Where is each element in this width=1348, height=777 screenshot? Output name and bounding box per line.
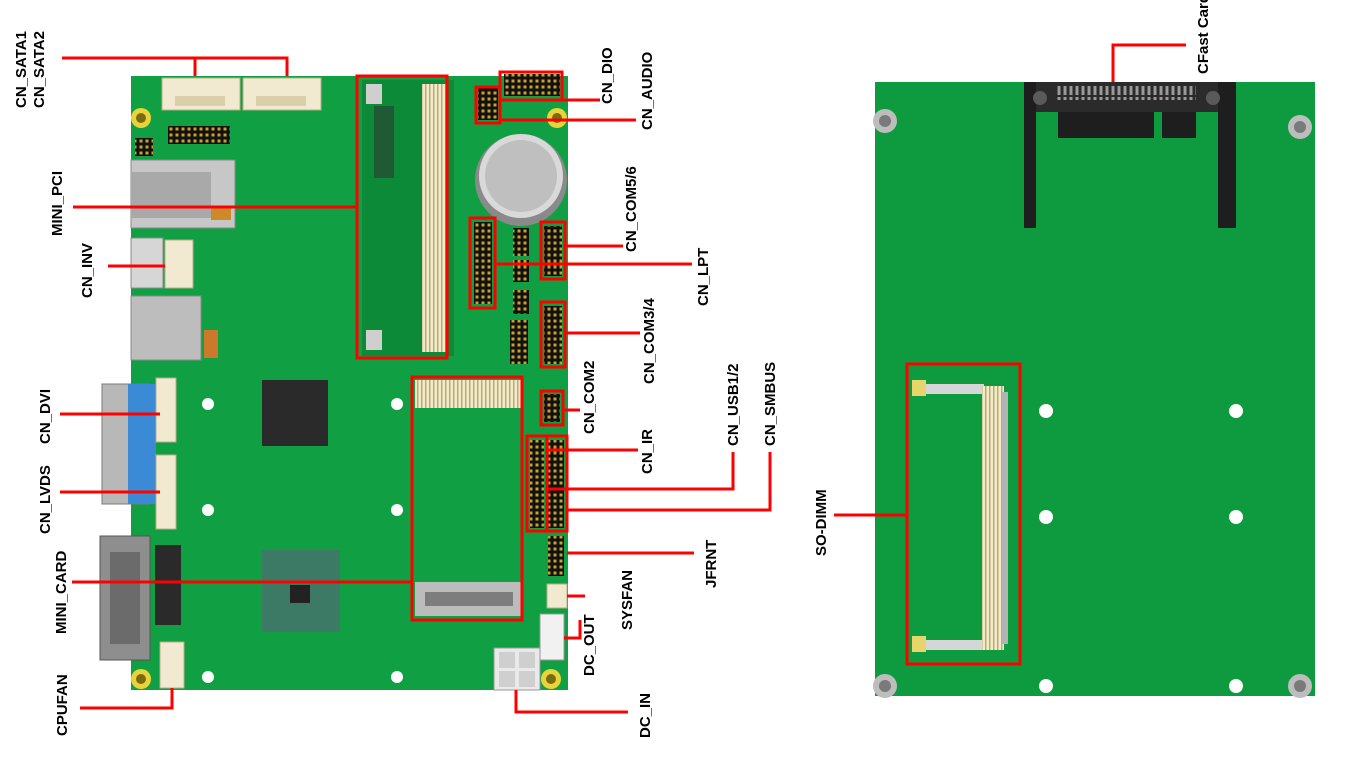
- cpu-chip: [262, 550, 340, 632]
- jumper: [513, 228, 529, 256]
- usb-port: [130, 295, 202, 361]
- com2-header: [544, 394, 560, 422]
- label-mini-pci: MINI_PCI: [49, 171, 66, 236]
- via-dots: [1039, 404, 1243, 693]
- dc-out-connector: [539, 613, 565, 661]
- secondary-board: [873, 82, 1315, 698]
- com56-header: [474, 222, 492, 304]
- label-sysfan: SYSFAN: [619, 570, 636, 630]
- label-cn-lvds: CN_LVDS: [37, 465, 54, 534]
- label-cn-dio: CN_DIO: [599, 47, 616, 104]
- chipset: [262, 380, 328, 446]
- mounting-hole: [873, 109, 1312, 698]
- label-cn-sata1: CN_SATA1: [13, 31, 30, 108]
- cfast-connector: [1024, 82, 1236, 228]
- label-cn-com56: CN_COM5/6: [623, 166, 640, 252]
- label-cn-usb12: CN_USB1/2: [725, 363, 742, 446]
- sata-connectors: [161, 77, 322, 111]
- label-cn-com34: CN_COM3/4: [641, 297, 658, 384]
- label-cn-ir: CN_IR: [639, 429, 656, 474]
- label-mini-card: MINI_CARD: [53, 550, 70, 634]
- via-dots: [202, 398, 403, 683]
- ir-header: [530, 440, 544, 528]
- lan-port: [130, 159, 236, 229]
- dc-in-connector: [493, 647, 541, 691]
- mini-card-slot: [415, 380, 523, 616]
- label-cfast: CFast Card: [1195, 0, 1212, 74]
- label-jfrnt: JFRNT: [703, 540, 720, 588]
- callouts-left: [60, 56, 772, 714]
- jumper: [513, 290, 529, 314]
- usb-smbus-header: [548, 440, 564, 528]
- jfrnt-header: [548, 536, 564, 576]
- label-cn-lpt: CN_LPT: [695, 248, 712, 306]
- main-board: [99, 74, 568, 691]
- label-dc-in: DC_IN: [637, 693, 654, 738]
- label-cpufan: CPUFAN: [54, 674, 71, 736]
- label-cn-com2: CN_COM2: [581, 361, 598, 434]
- labels: CN_SATA1 CN_SATA2 MINI_PCI CN_INV CN_DVI…: [13, 0, 1212, 738]
- jumper: [204, 330, 218, 358]
- label-so-dimm: SO-DIMM: [813, 489, 830, 556]
- battery: [475, 134, 567, 226]
- label-cn-sata2: CN_SATA2: [31, 31, 48, 108]
- label-cn-audio: CN_AUDIO: [639, 51, 656, 130]
- cpufan-connector: [159, 641, 185, 689]
- mounting-hole: [131, 108, 567, 689]
- mini-pci-slot: [362, 80, 454, 356]
- label-dc-out: DC_OUT: [581, 614, 598, 676]
- inverter-connector: [130, 237, 194, 289]
- dvi-connector: [101, 377, 177, 505]
- com34-header: [544, 306, 562, 364]
- pin-header: [168, 126, 230, 144]
- com-db9: [99, 535, 181, 661]
- audio-header: [478, 88, 498, 120]
- dio-header: [504, 74, 560, 96]
- label-cn-inv: CN_INV: [79, 243, 96, 298]
- label-cn-dvi: CN_DVI: [37, 389, 54, 444]
- sysfan-connector: [546, 583, 568, 609]
- jumper: [510, 320, 528, 364]
- label-cn-smbus: CN_SMBUS: [762, 362, 779, 446]
- so-dimm-slot: [912, 380, 1008, 652]
- pin-header: [135, 138, 153, 156]
- lpt-header: [544, 226, 562, 276]
- callouts-right: [834, 43, 1186, 666]
